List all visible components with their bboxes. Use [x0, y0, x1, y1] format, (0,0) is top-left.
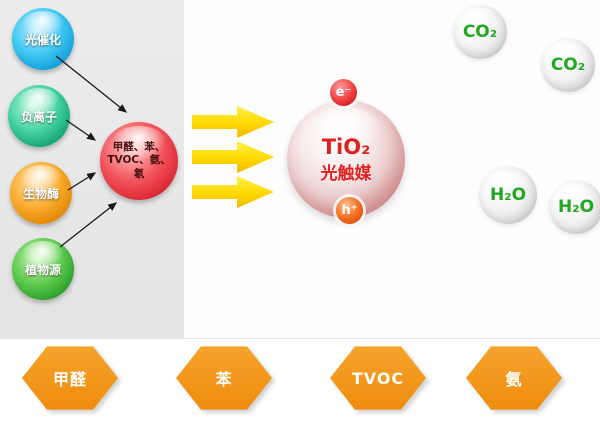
h2o-bubble: H₂O — [549, 180, 600, 234]
method-sphere-plant-source: 植物源 — [12, 238, 74, 300]
hexagon-shape: 苯 — [176, 346, 272, 410]
flow-arrow — [192, 106, 274, 138]
connector-arrows — [55, 55, 128, 248]
catalyst-name: 光触媒 — [320, 163, 372, 184]
method-label: 负离子 — [20, 109, 57, 124]
electron-badge: e⁻ — [330, 79, 357, 106]
method-label: 植物源 — [24, 262, 61, 277]
bubble-label: CO₂ — [462, 22, 498, 42]
h2o-bubble: H₂O — [479, 166, 537, 224]
hexagon-shape: 甲醛 — [22, 346, 118, 410]
pollutant-text: 甲醛、苯、 TVOC、氨、 氡 — [107, 141, 170, 182]
pollutant-sphere: 甲醛、苯、 TVOC、氨、 氡 — [100, 122, 178, 200]
hole-badge: h⁺ — [336, 197, 363, 224]
hexagon-tvoc: TVOC — [330, 345, 426, 411]
co2-bubble: CO₂ — [541, 38, 595, 92]
catalyst-formula: TiO₂ — [321, 134, 371, 159]
co2-bubble: CO₂ — [453, 5, 507, 59]
hexagon-label: 氨 — [505, 370, 523, 389]
method-label: 生物酶 — [22, 186, 59, 201]
hexagon-shape: TVOC — [330, 346, 426, 410]
hexagon-shape: 氨 — [466, 346, 562, 410]
method-sphere-photocatalysis: 光催化 — [12, 8, 74, 70]
bubble-label: CO₂ — [550, 55, 586, 75]
hexagon-ammonia: 氨 — [466, 345, 562, 411]
bubble-label: H₂O — [557, 197, 595, 217]
connector-arrow — [65, 119, 97, 141]
method-sphere-negative-ion: 负离子 — [8, 85, 70, 147]
method-label: 光催化 — [24, 32, 61, 47]
flow-arrow — [192, 141, 274, 173]
connector-arrow — [67, 172, 97, 191]
hexagon-formaldehyde: 甲醛 — [22, 345, 118, 411]
pollutant-line: 甲醛、苯、 — [112, 140, 166, 153]
flow-arrow — [192, 176, 274, 208]
method-sphere-bio-enzyme: 生物酶 — [10, 162, 72, 224]
hexagon-label: TVOC — [351, 368, 405, 388]
bubble-label: H₂O — [489, 185, 527, 205]
hexagon-benzene: 苯 — [176, 345, 272, 411]
hexagon-label: 甲醛 — [52, 370, 87, 389]
pollutant-line: TVOC、氨、 — [107, 154, 171, 167]
connector-arrow — [59, 202, 118, 248]
pollutant-line: 氡 — [133, 167, 145, 180]
connector-arrow — [55, 55, 128, 113]
hexagon-label: 苯 — [215, 370, 233, 389]
